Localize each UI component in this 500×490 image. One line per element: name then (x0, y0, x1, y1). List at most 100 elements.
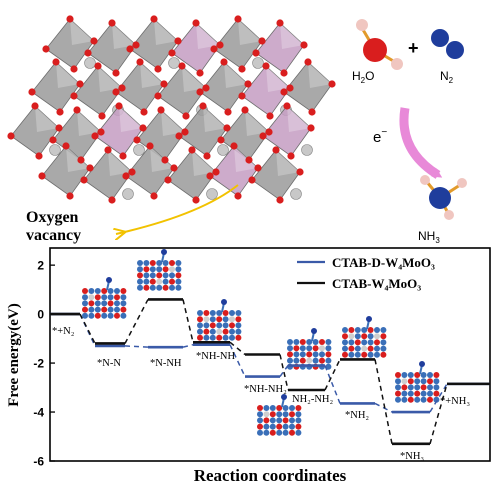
slab-atom (295, 411, 302, 418)
octahedron-face (56, 62, 80, 88)
octahedron-face (238, 19, 262, 45)
slab-atom (380, 327, 387, 333)
slab-atom (299, 351, 306, 358)
intermediate-label: *NH-NH (196, 351, 235, 362)
octahedron-face (119, 106, 143, 132)
energy-connector (279, 354, 289, 391)
slab-atom (269, 429, 276, 436)
octahedron-face (192, 150, 216, 176)
slab-atom (107, 294, 114, 301)
slab-atom (289, 429, 295, 436)
oxygen-atom (90, 37, 98, 45)
slab-atom (137, 278, 143, 285)
oxygen-vacancy-label-line1: Oxygen (26, 209, 79, 226)
octahedron-face (77, 110, 101, 136)
slab-atom (88, 288, 95, 294)
slab-atom (222, 316, 229, 323)
slab-atom (197, 328, 203, 335)
slab-atom (143, 266, 150, 273)
nitrogen-label: N2 (440, 69, 454, 85)
oxygen-atom (262, 62, 270, 70)
slab-atom (414, 396, 421, 403)
intermediate-label: *NH-NH₂ (244, 384, 287, 395)
oxygen-atom (35, 152, 43, 160)
oxygen-atom (108, 19, 116, 27)
slab-atom (229, 322, 235, 329)
slab-atom (420, 396, 427, 403)
slab-atom (156, 266, 163, 273)
slab-atom (374, 345, 380, 352)
y-tick-label: -6 (33, 455, 44, 469)
slab-atom (257, 417, 263, 424)
oxygen-atom (119, 152, 127, 160)
slab-atom (401, 372, 408, 378)
slab-atom (235, 322, 242, 329)
slab-atom (282, 429, 289, 436)
metal-atom (84, 57, 96, 69)
slab-atom (433, 378, 440, 385)
oxygen-atom (307, 124, 315, 132)
slab-atom (342, 339, 348, 346)
slab-atom (374, 339, 380, 346)
oxygen-atom (62, 142, 70, 150)
crystal-structure (7, 15, 336, 204)
energy-connector (79, 313, 96, 344)
catalyst-slab-icon (82, 277, 127, 319)
slab-atom (299, 357, 306, 364)
energy-diagram: 20-2-4-6 *+N₂*N-N*N-NH*NH-NH*NH-NH₂NH₂-N… (6, 247, 491, 485)
slab-atom (312, 351, 319, 358)
octahedron-face (266, 66, 290, 92)
slab-atom (367, 345, 374, 352)
oxygen-atom (234, 192, 242, 200)
slab-atom (216, 328, 223, 335)
slab-atom (229, 328, 235, 335)
slab-atom (203, 310, 210, 316)
slab-atom (287, 345, 293, 352)
slab-atom (107, 288, 114, 294)
oxygen-atom (76, 80, 84, 88)
intermediate-label: *+N₂ (52, 326, 75, 337)
slab-atom (414, 378, 421, 385)
slab-atom (276, 423, 283, 430)
slab-atom (209, 310, 216, 316)
oxygen-atom (108, 196, 116, 204)
oxygen-atom (224, 108, 232, 116)
slab-atom (263, 417, 270, 424)
slab-atom (114, 300, 120, 307)
oxygen-atom (164, 176, 172, 184)
oxygen-atom (216, 41, 224, 49)
slab-atom (94, 288, 101, 294)
vacancy-arrow-icon (116, 184, 239, 234)
slab-atom (276, 405, 283, 411)
energy-connector (429, 383, 448, 445)
slab-atom (374, 333, 380, 340)
slab-atom (137, 272, 143, 279)
slab-atom (401, 396, 408, 403)
oxygen-atom (175, 132, 183, 140)
slab-atom (197, 316, 203, 323)
octahedron-face (98, 66, 122, 92)
catalyst-slab-icon (342, 316, 387, 358)
slab-atom (175, 266, 182, 273)
slab-atom (120, 306, 127, 313)
oxygen-atom (304, 58, 312, 66)
oxygen-atom (70, 65, 78, 73)
oxygen-atom (266, 112, 274, 120)
slab-atom (293, 345, 300, 352)
oxygen-atom (55, 124, 63, 132)
slab-atom (414, 372, 421, 378)
adsorbate-atom (366, 316, 372, 322)
catalyst-slab-icon (395, 361, 440, 403)
slab-atom (380, 345, 387, 352)
oxygen-atom (136, 58, 144, 66)
octahedron-face (224, 62, 248, 88)
slab-atom (101, 306, 108, 313)
y-tick-label: -4 (33, 406, 44, 420)
slab-atom (235, 328, 242, 335)
slab-atom (433, 384, 440, 391)
intermediate-labels: *+N₂*N-N*N-NH*NH-NH*NH-NH₂NH₂-NH₂*NH₂*NH… (52, 326, 470, 462)
slab-atom (348, 333, 355, 340)
energy-connector (279, 365, 289, 377)
slab-atom (361, 351, 368, 358)
oxygen-atom (52, 58, 60, 66)
